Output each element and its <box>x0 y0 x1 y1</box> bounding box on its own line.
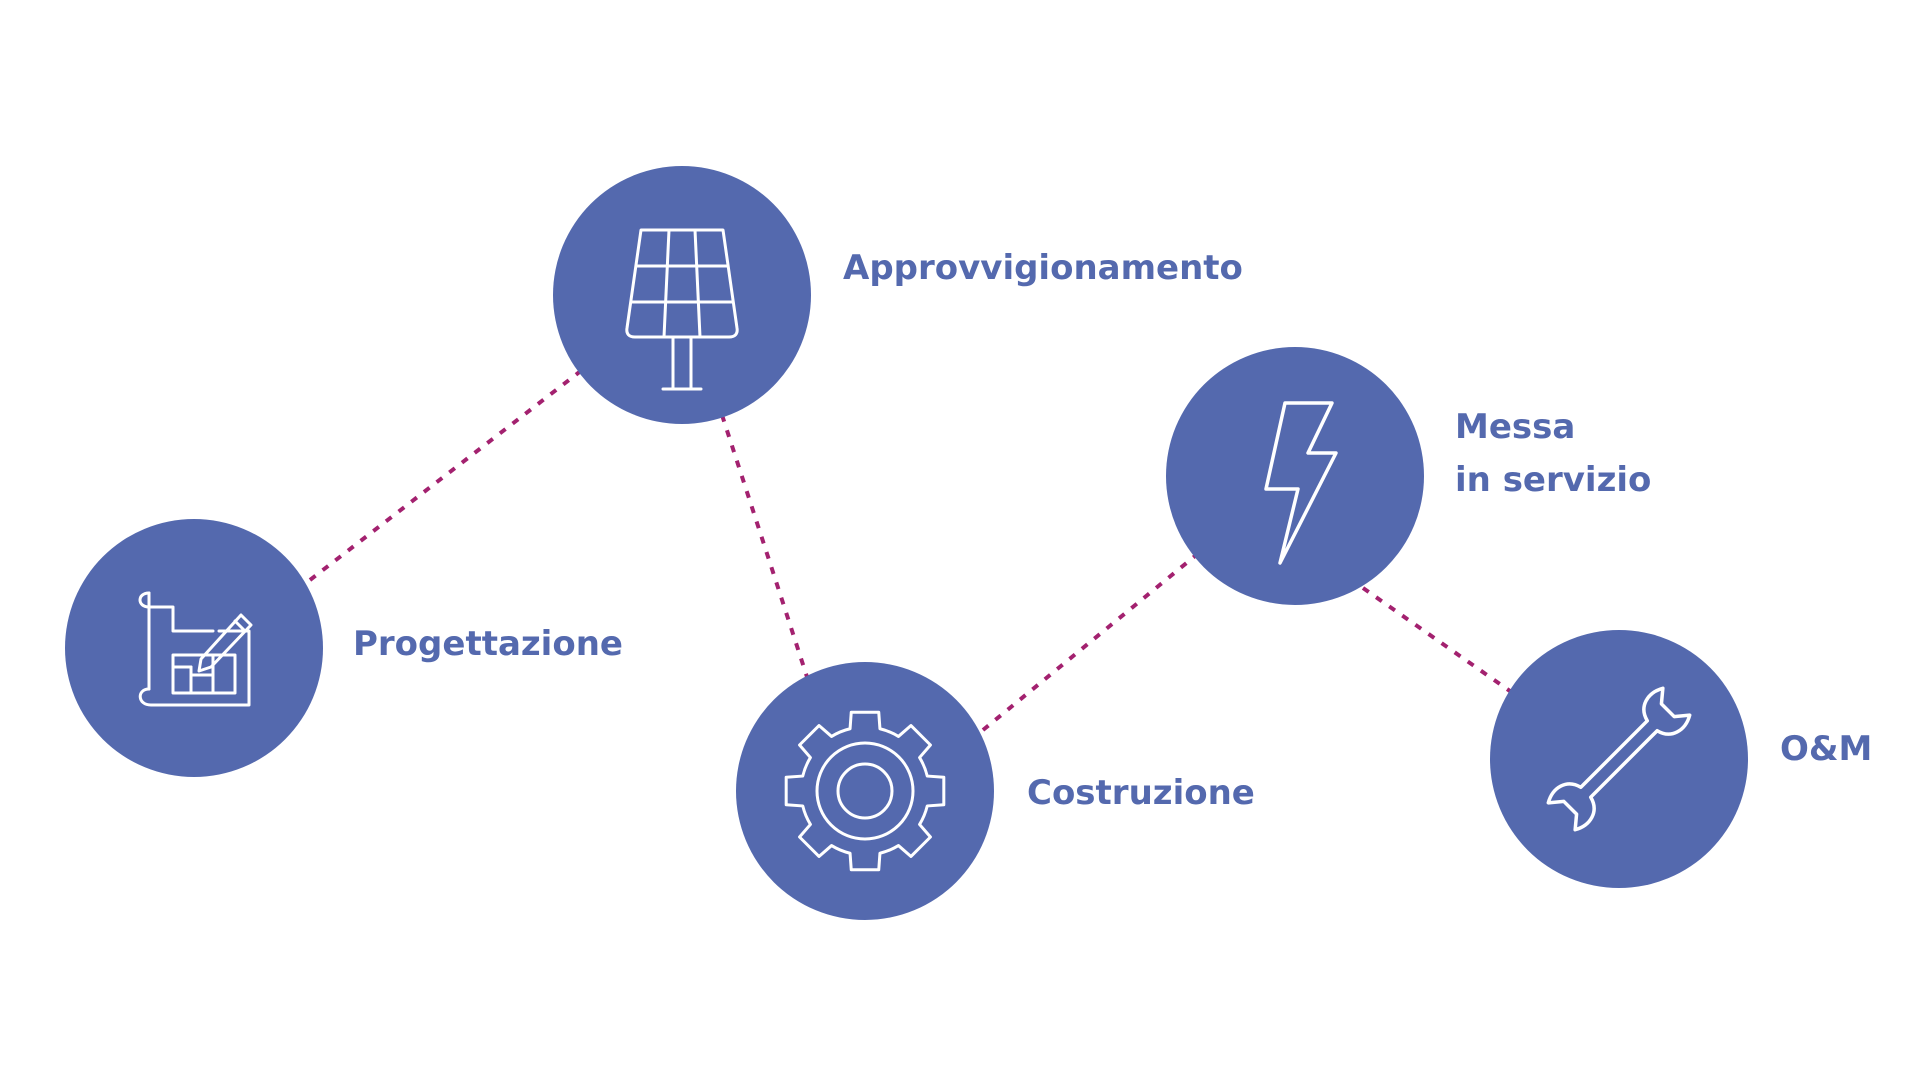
step-messa-in-servizio-circle <box>1166 347 1424 605</box>
connector-messa-om <box>1361 586 1519 698</box>
step-label-line: Progettazione <box>353 624 623 664</box>
step-messa-in-servizio-label: Messa in servizio <box>1455 401 1651 507</box>
step-label-line: Costruzione <box>1027 773 1255 813</box>
step-approvvigionamento-circle <box>553 166 811 424</box>
step-costruzione-circle <box>736 662 994 920</box>
lightning-bolt-icon <box>1264 401 1338 565</box>
step-label-line: O&M <box>1780 729 1873 769</box>
wrench-icon <box>1546 686 1692 832</box>
solar-panel-icon <box>625 228 739 391</box>
step-progettazione-label: Progettazione <box>353 618 623 671</box>
step-om-circle <box>1490 630 1748 888</box>
connector-approvvigionamento-costruzione <box>720 414 810 681</box>
step-approvvigionamento-label: Approvvigionamento <box>843 242 1243 295</box>
step-label-line: Approvvigionamento <box>843 248 1243 288</box>
step-om-label: O&M <box>1780 723 1872 776</box>
connector-progettazione-approvvigionamento <box>308 368 584 582</box>
step-costruzione-label: Costruzione <box>1027 767 1255 820</box>
step-label-line: Messa <box>1455 407 1576 447</box>
blueprint-pencil-icon <box>138 591 253 707</box>
step-label-line: in servizio <box>1455 460 1652 500</box>
connector-costruzione-messa <box>981 554 1197 732</box>
gear-icon <box>784 710 946 872</box>
step-progettazione-circle <box>65 519 323 777</box>
